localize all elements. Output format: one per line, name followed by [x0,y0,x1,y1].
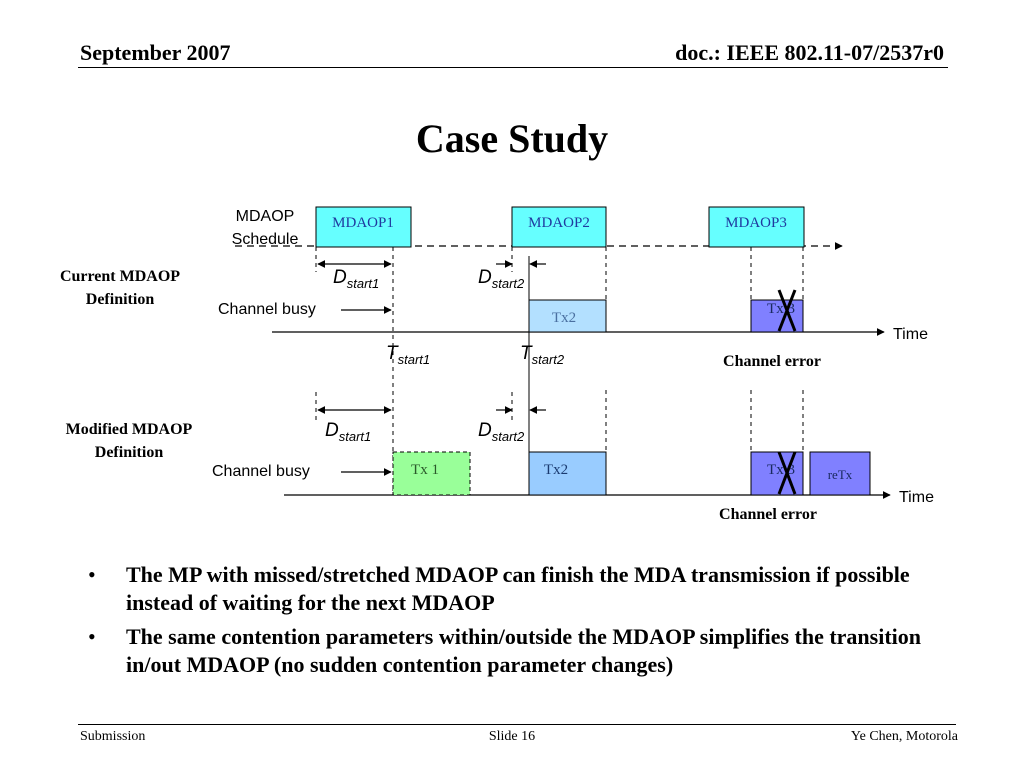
current-definition-line1: Current MDAOP [60,268,180,285]
dstart1-label-modified: Dstart1 [325,420,371,444]
mdaop1-label: MDAOP1 [332,215,394,231]
mdaop3-box [708,206,805,248]
bullet-text: The MP with missed/stretched MDAOP can f… [126,562,910,615]
mdaop1-box [315,206,412,248]
bullet-item: • The MP with missed/stretched MDAOP can… [88,561,948,617]
mdaop3-label: MDAOP3 [725,215,787,231]
channel-busy-label-modified: Channel busy [212,463,310,480]
header-date: September 2007 [80,40,231,65]
mdaop2-label: MDAOP2 [528,215,590,231]
bullet-dot: • [88,562,96,587]
channel-error-label-current: Channel error [723,353,821,370]
tx2-label-current: Tx2 [552,310,576,326]
channel-error-label-modified: Channel error [719,506,817,523]
tstart1-label: Tstart1 [386,343,430,367]
schedule-label-line2: Schedule [232,231,299,248]
time-label-current: Time [893,326,928,343]
tx2-label-modified: Tx2 [544,462,568,478]
tx2-box-current [528,299,607,333]
dstart2-label-modified: Dstart2 [478,420,525,444]
header-doc-id: doc.: IEEE 802.11-07/2537r0 [675,40,944,65]
schedule-label-line1: MDAOP [236,208,295,225]
mdaop2-box [511,206,607,248]
bullet-item: • The same contention parameters within/… [88,623,948,679]
error-cross-current-b [777,289,797,332]
bullet-list: • The MP with missed/stretched MDAOP can… [88,561,948,685]
slide-title: Case Study [415,116,609,161]
channel-busy-label-current: Channel busy [218,301,316,318]
tx1-label-modified: Tx 1 [411,462,439,478]
tstart2-label: Tstart2 [520,343,565,367]
tx2-box-modified [528,451,607,496]
dstart2-label-current: Dstart2 [478,267,525,291]
tx3-box-modified [750,451,804,496]
modified-definition-line1: Modified MDAOP [66,421,193,438]
error-cross-modified-b [777,451,797,495]
bullet-dot: • [88,624,96,649]
header-rule [78,67,948,68]
time-label-modified: Time [899,489,934,506]
dstart1-label-current: Dstart1 [333,267,379,291]
footer-submission: Submission [80,729,146,744]
footer-rule [78,724,956,725]
retx-box-modified [809,451,871,496]
tx1-box-modified [392,451,471,496]
current-definition-line2: Definition [86,291,155,308]
modified-definition-line2: Definition [95,444,164,461]
retx-label-modified: reTx [828,467,853,482]
bullet-text: The same contention parameters within/ou… [126,624,922,677]
footer-author: Ye Chen, Motorola [850,729,958,744]
footer-slide-number: Slide 16 [488,729,536,744]
